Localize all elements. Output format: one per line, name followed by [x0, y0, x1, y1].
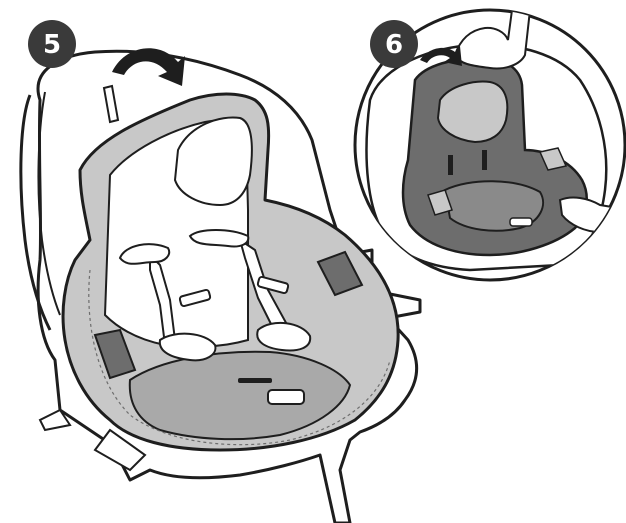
step-6-badge: 6 — [370, 20, 418, 68]
head-insert — [438, 82, 507, 142]
front-adjuster — [268, 390, 304, 404]
step-5-panel: 5 — [21, 20, 420, 523]
harness-slot-left — [448, 155, 453, 175]
step-6-number: 6 — [385, 30, 403, 60]
front-adjuster-6 — [510, 218, 532, 226]
step-6-panel: 6 — [355, 10, 626, 280]
step-5-number: 5 — [43, 30, 61, 60]
harness-slot-right — [482, 150, 487, 170]
front-slot — [238, 378, 272, 383]
step-5-badge: 5 — [28, 20, 76, 68]
